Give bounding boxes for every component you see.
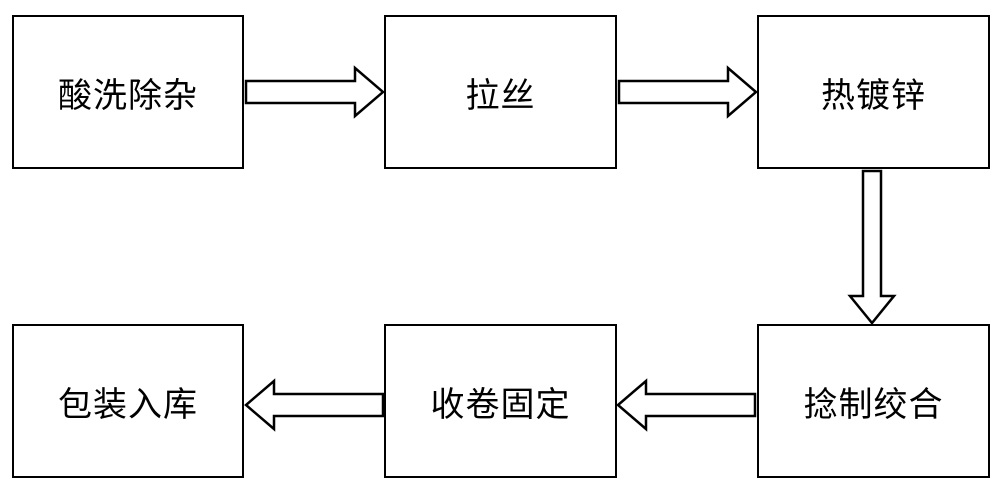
arrow-right-icon (617, 65, 758, 119)
step-box-coiling: 收卷固定 (384, 324, 617, 478)
step-box-packaging: 包装入库 (12, 324, 244, 478)
step-label-coiling: 收卷固定 (430, 384, 571, 425)
step-box-pickling: 酸洗除杂 (12, 15, 244, 169)
step-box-hot-dip-galvanizing: 热镀锌 (757, 15, 990, 169)
arrow-left-icon (616, 378, 757, 432)
step-box-wire-drawing: 拉丝 (384, 15, 617, 169)
arrow-right-icon (244, 65, 385, 119)
step-box-stranding: 捻制绞合 (757, 324, 990, 478)
step-label-wire-drawing: 拉丝 (465, 75, 536, 116)
arrow-down-icon (847, 169, 897, 325)
arrow-left-icon (244, 378, 385, 432)
step-label-packaging: 包装入库 (58, 384, 198, 425)
step-label-hot-dip-galvanizing: 热镀锌 (821, 75, 926, 116)
step-label-stranding: 捻制绞合 (803, 384, 944, 425)
step-label-pickling: 酸洗除杂 (58, 75, 198, 116)
